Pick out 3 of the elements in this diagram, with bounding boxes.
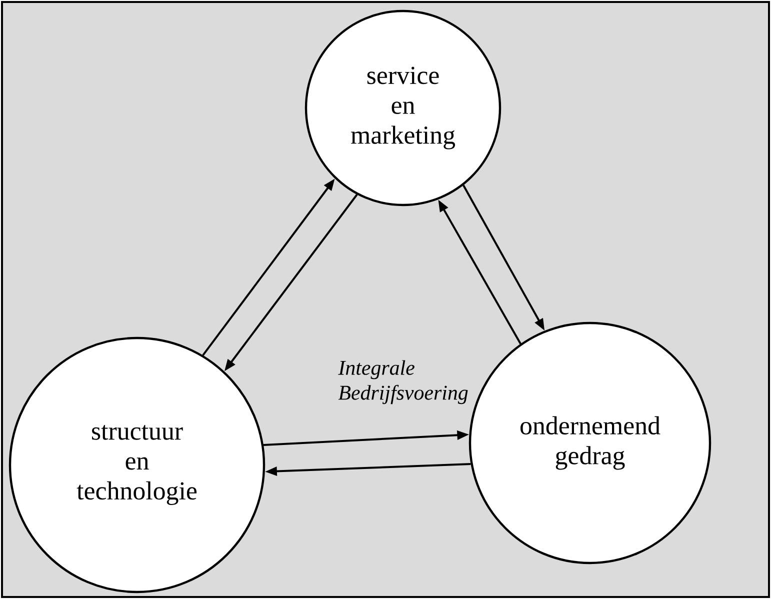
circle-node: structuur en technologie — [8, 336, 266, 594]
circle-node: ondernemend gedrag — [468, 322, 712, 564]
circle-node: service en marketing — [304, 10, 502, 206]
